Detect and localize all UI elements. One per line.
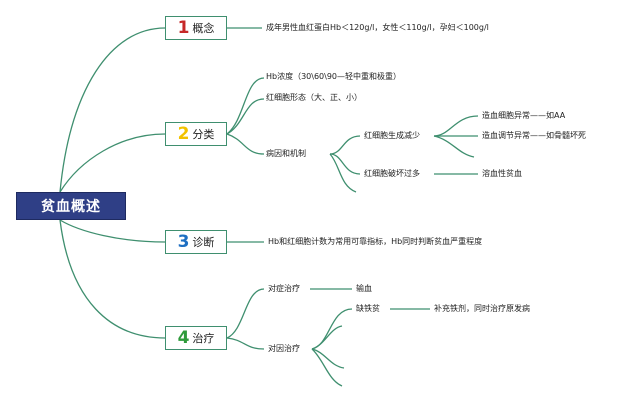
prod-regulation-abnormality: 造血调节异常——如骨髓坏死 — [482, 131, 586, 140]
connector-treat-causal — [226, 337, 265, 350]
treat-causal: 对因治疗 — [268, 344, 300, 353]
branch-number-2: 2 — [177, 123, 190, 144]
class-hb-concentration: Hb浓度（30\60\90—轻中重和极重） — [266, 72, 402, 81]
branch-treatment[interactable]: 4 治疗 — [165, 326, 227, 350]
treat-iron-deficiency: 缺铁贫 — [356, 304, 380, 313]
branch-number-3: 3 — [177, 231, 190, 252]
diagnosis-indicator: Hb和红细胞计数为常用可靠指标，Hb同时判断贫血严重程度 — [268, 237, 483, 246]
treat-iron-supplement: 补充铁剂，同时治疗原发病 — [434, 304, 530, 313]
connector-class-shape — [226, 98, 265, 135]
connector-mech-destruction — [329, 153, 361, 175]
connector-treat-symptomatic — [226, 288, 265, 339]
connector-root-concept — [59, 27, 166, 193]
connector-causal-iron — [311, 308, 353, 350]
branch-number-4: 4 — [177, 327, 190, 348]
connector-class-mechanism — [226, 133, 265, 155]
connector-prod-stem — [433, 115, 479, 137]
mech-increased-destruction: 红细胞破坏过多 — [364, 169, 420, 178]
branch-label: 概念 — [192, 22, 215, 35]
mech-reduced-production: 红细胞生成减少 — [364, 131, 420, 140]
branch-classification[interactable]: 2 分类 — [165, 122, 227, 146]
connector-causal-empty2 — [311, 348, 345, 369]
connector-class-hb — [226, 77, 265, 135]
class-mechanism: 病因和机制 — [266, 149, 306, 158]
connector-root-treatment — [59, 219, 166, 339]
connector-root-diagnosis — [59, 219, 166, 243]
destruction-hemolytic-anemia: 溶血性贫血 — [482, 169, 522, 178]
connector-causal-empty3 — [311, 348, 343, 387]
class-cell-morphology: 红细胞形态（大、正、小） — [266, 93, 362, 102]
connector-mech-production — [329, 135, 361, 155]
branch-number-1: 1 — [177, 17, 190, 38]
treat-symptomatic: 对症治疗 — [268, 284, 300, 293]
branch-label: 诊断 — [192, 236, 215, 249]
connector-mech-empty — [329, 153, 357, 193]
root-node[interactable]: 贫血概述 — [16, 192, 126, 220]
branch-diagnosis[interactable]: 3 诊断 — [165, 230, 227, 254]
prod-stem-cell-abnormality: 造血细胞异常——如AA — [482, 111, 566, 120]
connector-prod-empty — [433, 135, 475, 158]
concept-definition: 成年男性血红蛋白Hb＜120g/l，女性＜110g/l，孕妇＜100g/l — [266, 23, 489, 32]
branch-label: 治疗 — [192, 332, 215, 345]
branch-label: 分类 — [192, 128, 215, 141]
connector-root-classification — [59, 133, 166, 193]
connector-causal-empty1 — [311, 325, 343, 350]
treat-transfusion: 输血 — [356, 284, 372, 293]
branch-concept[interactable]: 1 概念 — [165, 16, 227, 40]
